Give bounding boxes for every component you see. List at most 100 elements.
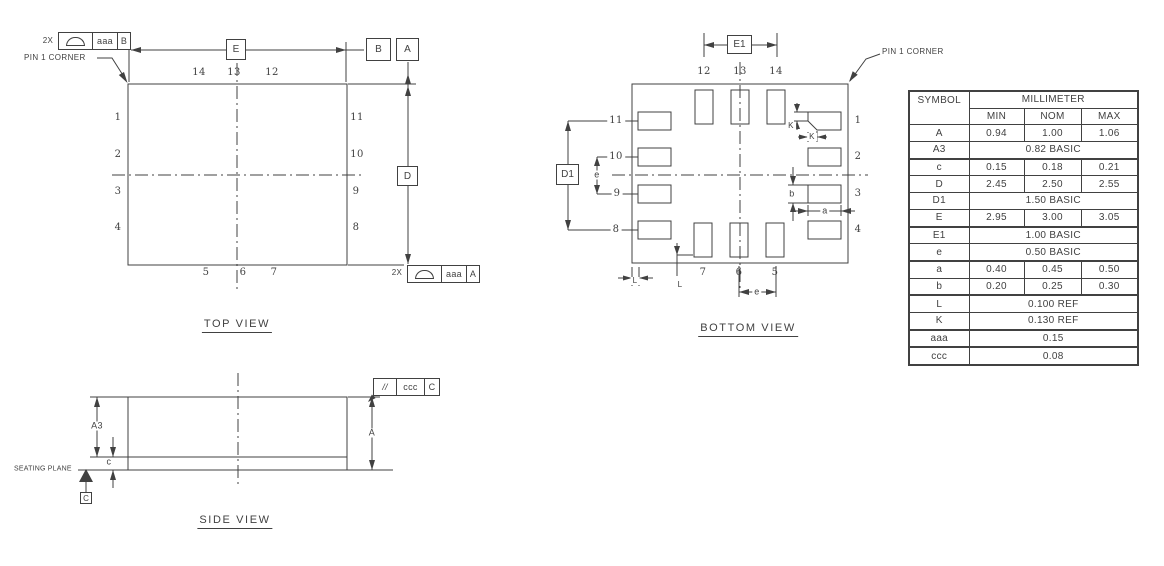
top-fcf-tolerance: aaa bbox=[92, 33, 117, 49]
seating-plane-label: SEATING PLANE bbox=[14, 465, 72, 473]
dim-e-bottom-label: e bbox=[752, 286, 762, 297]
dim-a-label: A bbox=[366, 427, 378, 438]
top-view-fcf-frame-a: aaa A bbox=[407, 265, 480, 283]
side-view-title: SIDE VIEW bbox=[197, 515, 273, 529]
side-view-linework bbox=[78, 373, 393, 492]
pin1-pad-chamfered bbox=[807, 111, 842, 131]
symbol-cell: L bbox=[908, 294, 970, 313]
side-fcf-datum: C bbox=[424, 379, 439, 395]
parallelism-icon: // bbox=[382, 382, 388, 392]
bottom-view-pin-5: 5 bbox=[771, 267, 779, 278]
bottom-fcf-qty-label: 2X bbox=[391, 268, 403, 277]
max-cell: 0.30 bbox=[1080, 277, 1139, 296]
table-header-row: SYMBOL MILLIMETER bbox=[908, 90, 1139, 126]
seating-plane-datum-triangle bbox=[79, 469, 93, 482]
max-cell: 1.06 bbox=[1080, 124, 1139, 143]
bottom-view-pin-13: 13 bbox=[733, 66, 747, 77]
span-cell: 0.15 bbox=[968, 328, 1139, 348]
header-symbol: SYMBOL bbox=[908, 90, 970, 126]
dim-b-label: b bbox=[787, 188, 797, 199]
symbol-cell: A bbox=[908, 124, 970, 143]
top-view-pin-14: 14 bbox=[192, 67, 206, 78]
table-row-aaa: aaa 0.15 bbox=[908, 328, 1139, 348]
bottom-view-pin-8: 8 bbox=[610, 224, 622, 235]
max-cell: 2.55 bbox=[1080, 175, 1139, 194]
datum-a-box: A bbox=[396, 38, 419, 61]
top-fcf-datum: B bbox=[117, 33, 130, 49]
bottom-view-pin1-corner-label: PIN 1 CORNER bbox=[882, 47, 944, 56]
table-row-e: e 0.50 BASIC bbox=[908, 243, 1139, 262]
top-fcf-qty-label: 2X bbox=[42, 36, 54, 45]
bottom-view-pin-7: 7 bbox=[699, 267, 707, 278]
top-view-pin-7: 7 bbox=[270, 267, 278, 278]
span-cell: 1.50 BASIC bbox=[968, 192, 1139, 210]
span-cell: 0.100 REF bbox=[968, 294, 1139, 313]
bottom-view-pin-10: 10 bbox=[607, 151, 625, 162]
dim-d-box: D bbox=[397, 166, 418, 186]
top-view-pin-2: 2 bbox=[114, 149, 122, 160]
max-cell: 3.05 bbox=[1080, 208, 1139, 228]
span-cell: 0.08 bbox=[968, 346, 1139, 366]
bottom-view-pin-1: 1 bbox=[854, 115, 862, 126]
top-view-pin-12: 12 bbox=[265, 67, 279, 78]
header-max: MAX bbox=[1080, 107, 1139, 126]
bottom-view-pin-12: 12 bbox=[697, 66, 711, 77]
table-row-c: c 0.15 0.18 0.21 bbox=[908, 157, 1139, 177]
tolerance-zone-icon-cell bbox=[59, 33, 92, 49]
top-view-pin-8: 8 bbox=[352, 222, 360, 233]
datum-c-box: C bbox=[80, 492, 92, 504]
tolerance-zone-icon bbox=[415, 269, 434, 279]
bottom-view-title: BOTTOM VIEW bbox=[698, 323, 798, 337]
nom-cell: 3.00 bbox=[1023, 208, 1082, 228]
bottom-view-linework bbox=[565, 33, 881, 297]
header-unit: MILLIMETER bbox=[968, 90, 1139, 109]
tolerance-zone-icon-cell bbox=[408, 266, 441, 282]
table-row-E1: E1 1.00 BASIC bbox=[908, 225, 1139, 245]
symbol-cell: D bbox=[908, 175, 970, 194]
max-cell: 0.21 bbox=[1080, 157, 1139, 177]
table-row-D1: D1 1.50 BASIC bbox=[908, 192, 1139, 210]
table-row-a: a 0.40 0.45 0.50 bbox=[908, 259, 1139, 279]
table-row-ccc: ccc 0.08 bbox=[908, 346, 1139, 366]
bottom-fcf-tolerance: aaa bbox=[441, 266, 466, 282]
top-fcf-frame-b: aaa B bbox=[58, 32, 131, 50]
side-view-fcf-frame: // ccc C bbox=[373, 378, 440, 396]
nom-cell: 1.00 bbox=[1023, 124, 1082, 143]
table-row-L: L 0.100 REF bbox=[908, 294, 1139, 313]
nom-cell: 2.50 bbox=[1023, 175, 1082, 194]
top-view-title: TOP VIEW bbox=[201, 319, 273, 333]
top-view-pin-1: 1 bbox=[114, 112, 122, 123]
symbol-cell: e bbox=[908, 243, 970, 262]
bottom-view-pin-6: 6 bbox=[735, 267, 743, 278]
symbol-cell: K bbox=[908, 311, 970, 331]
table-row-A: A 0.94 1.00 1.06 bbox=[908, 124, 1139, 143]
header-min: MIN bbox=[968, 107, 1025, 126]
side-view-arrowheads bbox=[79, 394, 376, 482]
top-view-pin-13: 13 bbox=[227, 67, 241, 78]
top-view-pin1-corner-label: PIN 1 CORNER bbox=[24, 53, 86, 62]
bottom-view-pin-3: 3 bbox=[854, 188, 862, 199]
dim-l-left-label: L bbox=[630, 276, 640, 285]
span-cell: 0.130 REF bbox=[968, 311, 1139, 331]
nom-cell: 0.25 bbox=[1023, 277, 1082, 296]
nom-cell: 0.45 bbox=[1023, 259, 1082, 279]
bottom-view-arrowheads bbox=[565, 42, 858, 295]
dim-a3-label: A3 bbox=[89, 420, 105, 431]
symbol-cell: E bbox=[908, 208, 970, 228]
top-view-pin-11: 11 bbox=[350, 112, 364, 123]
dimension-table: SYMBOL MILLIMETER MIN NOM MAX A 0.94 1.0… bbox=[908, 90, 1140, 366]
min-cell: 0.15 bbox=[968, 157, 1025, 177]
symbol-cell: D1 bbox=[908, 192, 970, 210]
top-view-pin-3: 3 bbox=[114, 186, 122, 197]
top-view-linework bbox=[97, 42, 416, 292]
span-cell: 0.82 BASIC bbox=[968, 141, 1139, 160]
bottom-fcf-datum: A bbox=[466, 266, 479, 282]
table-subheader-row: MIN NOM MAX bbox=[909, 107, 1139, 126]
table-row-K: K 0.130 REF bbox=[908, 311, 1139, 331]
symbol-cell: c bbox=[908, 157, 970, 177]
header-nom: NOM bbox=[1023, 107, 1082, 126]
top-view-pin-5: 5 bbox=[202, 267, 210, 278]
datum-b-box: B bbox=[366, 38, 391, 61]
